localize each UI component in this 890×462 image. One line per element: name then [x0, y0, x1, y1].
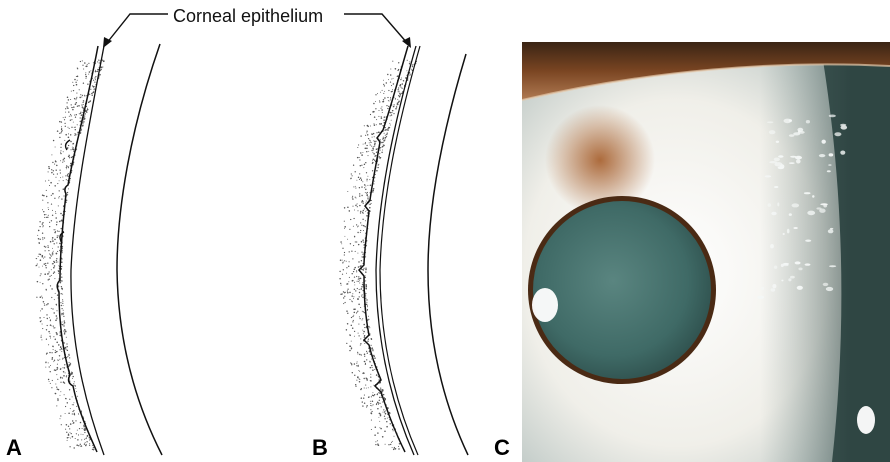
callout-right-leader [344, 14, 408, 44]
panel-a-illustration [36, 44, 163, 455]
panel-b-outer-surface-line [359, 46, 408, 452]
panel-a-epithelium-inner-line [71, 46, 104, 455]
photo-reflection-bottom-right [857, 406, 875, 434]
panel-b-tear-film-stipple [339, 60, 417, 450]
panel-b-endothelium-line [428, 54, 468, 455]
panel-a-endothelium-line [117, 44, 162, 455]
panel-b-letter: B [312, 435, 328, 460]
callout-left-leader [106, 14, 168, 44]
callout-corneal-epithelium: Corneal epithelium [103, 6, 411, 48]
panel-a-tear-film-stipple [36, 59, 105, 450]
panel-b-illustration [339, 46, 468, 455]
callout-label: Corneal epithelium [173, 6, 323, 26]
photo-pupil [533, 201, 711, 379]
panel-c-letter: C [494, 435, 510, 460]
panel-c-slit-lamp-photo [522, 42, 890, 462]
photo-reflection-left [532, 288, 558, 322]
panel-a-letter: A [6, 435, 22, 460]
